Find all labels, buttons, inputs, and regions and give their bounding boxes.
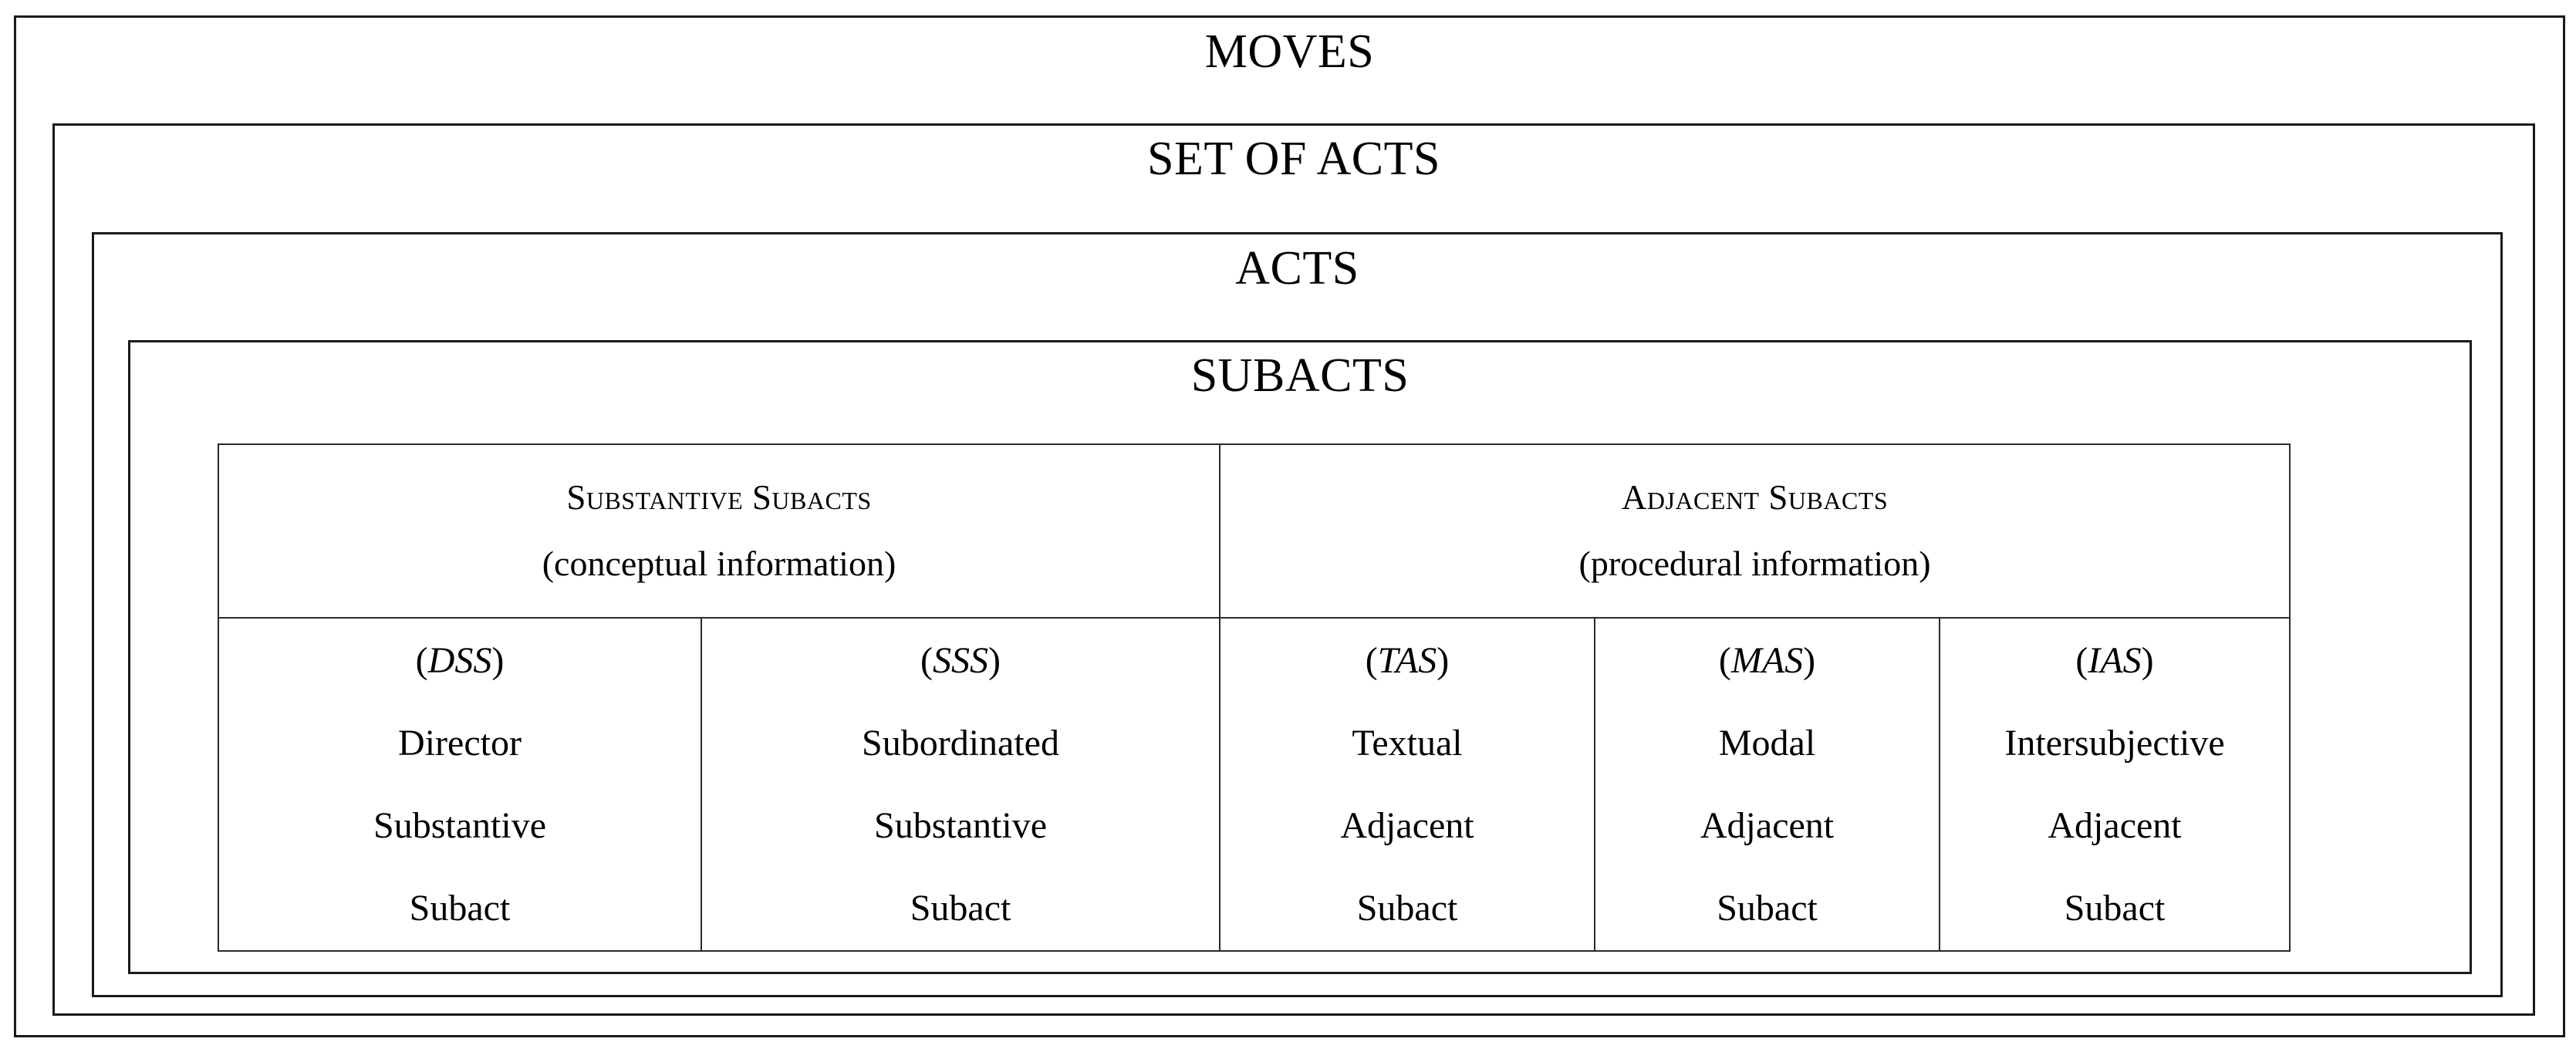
group-subtitle-substantive: (conceptual information) (542, 544, 896, 583)
paren-open-mas: ( (1718, 639, 1731, 681)
subact-cell-dss: (DSS) Director Substantive Subact (218, 617, 702, 952)
subact-line1-tas: Textual (1352, 722, 1463, 764)
level-box-subacts: SUBACTS Subst (128, 340, 2472, 974)
level-title-set-of-acts: SET OF ACTS (1147, 133, 1440, 185)
paren-close-ias: ) (2141, 639, 2154, 681)
subact-cell-sss: (SSS) Subordinated Substantive Subact (700, 617, 1221, 952)
subact-line3-ias: Subact (2064, 887, 2166, 929)
group-header-adjacent: Adjacent Subacts (procedural information… (1219, 443, 2291, 619)
subacts-matrix: Substantive Subacts (conceptual informat… (217, 443, 2291, 952)
paren-open-dss: ( (415, 639, 428, 681)
paren-close-sss: ) (988, 639, 1001, 681)
paren-open-ias: ( (2075, 639, 2088, 681)
subact-cell-tas: (TAS) Textual Adjacent Subact (1219, 617, 1596, 952)
paren-close-mas: ) (1803, 639, 1816, 681)
subact-line2-tas: Adjacent (1340, 804, 1474, 846)
paren-open-tas: ( (1365, 639, 1378, 681)
abbrev-text-dss: DSS (427, 639, 492, 681)
subact-cell-mas: (MAS) Modal Adjacent Subact (1594, 617, 1941, 952)
subact-line3-mas: Subact (1717, 887, 1818, 929)
paren-close-tas: ) (1437, 639, 1450, 681)
subact-abbrev-mas: (MAS) (1595, 642, 1939, 679)
matrix-header-row: Substantive Subacts (conceptual informat… (217, 443, 2291, 619)
subact-line1-dss: Director (398, 722, 522, 764)
abbrev-text-tas: TAS (1377, 639, 1437, 681)
level-title-subacts: SUBACTS (1190, 349, 1410, 402)
level-title-acts: ACTS (1235, 242, 1359, 295)
subact-line1-sss: Subordinated (862, 722, 1059, 764)
subact-line3-dss: Subact (409, 887, 511, 929)
level-box-moves: MOVES SET OF ACTS ACTS SUBACTS (14, 15, 2565, 1037)
subact-line2-sss: Substantive (874, 804, 1047, 846)
group-header-substantive: Substantive Subacts (conceptual informat… (217, 443, 1221, 619)
subact-line2-mas: Adjacent (1700, 804, 1835, 846)
group-title-substantive: Substantive Subacts (566, 478, 872, 517)
subact-line1-mas: Modal (1718, 722, 1816, 764)
paren-close-dss: ) (491, 639, 505, 681)
abbrev-text-ias: IAS (2088, 639, 2142, 681)
subact-line3-sss: Subact (910, 887, 1011, 929)
subact-abbrev-tas: (TAS) (1220, 642, 1594, 679)
abbrev-text-sss: SSS (933, 639, 988, 681)
group-subtitle-adjacent: (procedural information) (1578, 544, 1931, 583)
subact-line2-dss: Substantive (373, 804, 546, 846)
level-box-acts: ACTS SUBACTS (92, 232, 2503, 997)
paren-open-sss: ( (920, 639, 933, 681)
group-title-adjacent: Adjacent Subacts (1621, 478, 1889, 517)
subact-line1-ias: Intersubjective (2004, 722, 2225, 764)
subact-line2-ias: Adjacent (2048, 804, 2182, 846)
subact-line3-tas: Subact (1356, 887, 1458, 929)
abbrev-text-mas: MAS (1730, 639, 1804, 681)
subact-abbrev-sss: (SSS) (702, 642, 1219, 679)
level-box-set-of-acts: SET OF ACTS ACTS SUBACTS (52, 123, 2535, 1016)
subact-abbrev-dss: (DSS) (219, 642, 701, 679)
subact-cell-ias: (IAS) Intersubjective Adjacent Subact (1939, 617, 2291, 952)
level-title-moves: MOVES (1204, 25, 1375, 78)
matrix-body-row: (DSS) Director Substantive Subact (SSS) … (218, 617, 2291, 952)
subact-abbrev-ias: (IAS) (1940, 642, 2289, 679)
